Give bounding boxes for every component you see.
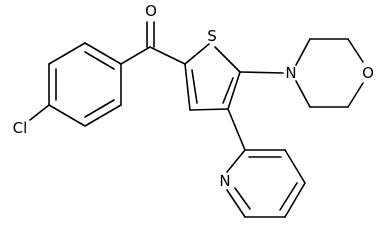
bond-thiophene-to-n bbox=[239, 71, 284, 74]
thiophene-ring bbox=[184, 43, 241, 111]
double-bond-inner bbox=[279, 182, 298, 211]
double-bond-inner bbox=[222, 77, 234, 104]
bond bbox=[347, 82, 364, 108]
double-bond-inner bbox=[234, 187, 251, 210]
bond bbox=[284, 149, 306, 184]
bond bbox=[48, 104, 86, 127]
bond bbox=[214, 46, 241, 73]
bond bbox=[84, 42, 122, 65]
bond bbox=[295, 38, 311, 66]
bond bbox=[48, 42, 86, 65]
atom-label-carbonyl-oxygen: O bbox=[145, 2, 157, 20]
pyridine-ring bbox=[226, 149, 306, 218]
bond-ring-to-carbonyl bbox=[120, 46, 151, 65]
bond bbox=[226, 149, 246, 173]
atom-label-thiophene-sulfur: S bbox=[207, 27, 217, 45]
morpholine-ring bbox=[295, 38, 364, 108]
bond-carbonyl-to-thiophene bbox=[149, 46, 186, 65]
chemical-structure-diagram: Cl O S N O N bbox=[13, 2, 374, 218]
bond bbox=[347, 38, 364, 63]
bond bbox=[284, 182, 306, 218]
bond bbox=[227, 71, 241, 110]
bond bbox=[295, 80, 311, 108]
double-bond-inner bbox=[191, 69, 198, 104]
atom-label-cl: Cl bbox=[13, 119, 28, 137]
bond-thiophene-to-pyridine bbox=[227, 108, 246, 151]
bond bbox=[84, 104, 122, 127]
bond bbox=[189, 108, 229, 111]
chlorophenyl-ring bbox=[48, 42, 122, 127]
atom-label-morpholine-nitrogen: N bbox=[285, 64, 296, 82]
bond bbox=[184, 43, 210, 65]
bond bbox=[184, 63, 191, 111]
atom-label-morpholine-oxygen: O bbox=[362, 64, 374, 82]
bond-ring-to-cl bbox=[29, 104, 50, 121]
bond bbox=[226, 189, 246, 218]
atom-label-pyridine-nitrogen: N bbox=[219, 172, 230, 190]
double-bond-inner bbox=[84, 51, 115, 70]
double-bond-inner bbox=[84, 99, 115, 118]
